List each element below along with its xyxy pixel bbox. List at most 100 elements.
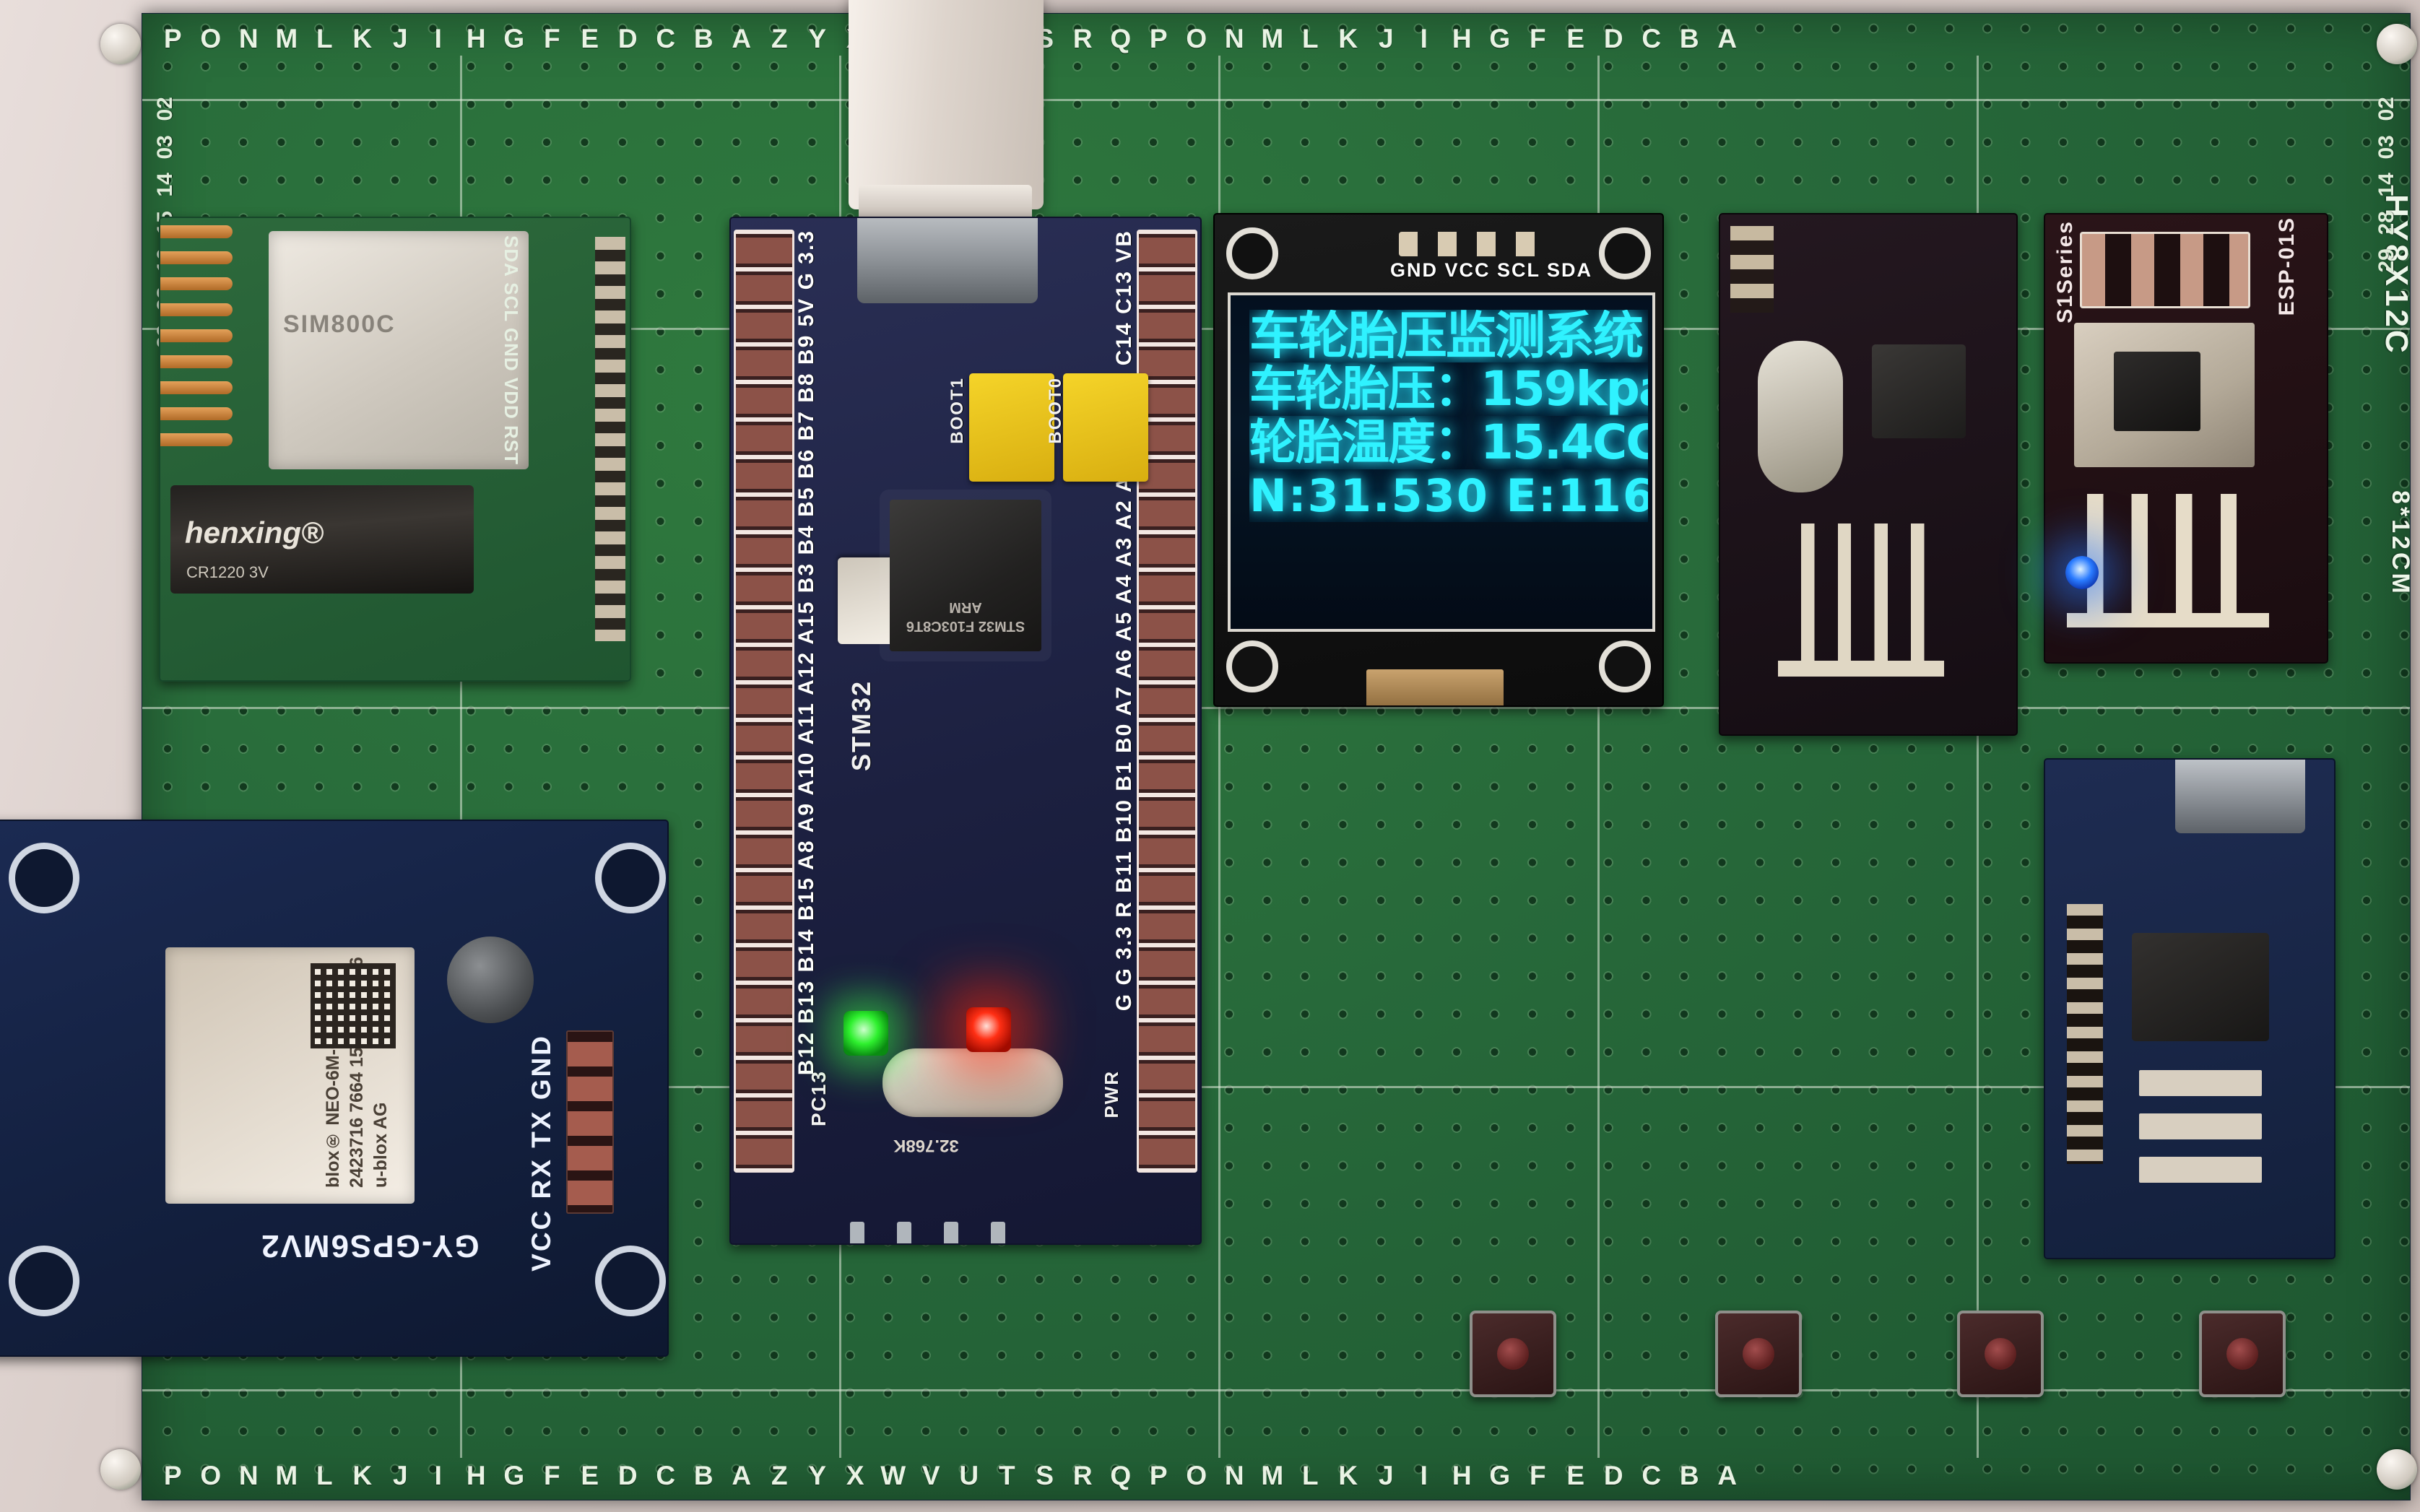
mount-hole-tl xyxy=(100,24,141,64)
column-label: A xyxy=(1717,24,1738,53)
gsm-shield-can: SIM800C xyxy=(269,231,529,469)
column-label: N xyxy=(238,24,259,53)
stm32-left-pin-labels: B12 B13 B14 B15 A8 A9 A10 A11 A12 A15 B3… xyxy=(794,230,818,1076)
stm32-mcu-chip: STM32 F103C8T6 ARM xyxy=(890,500,1041,651)
debug-pin-3[interactable] xyxy=(944,1222,958,1243)
debug-pin-1[interactable] xyxy=(850,1222,864,1243)
gps-board-name: GY-GPS6MV2 xyxy=(260,1228,480,1264)
column-label: G xyxy=(1489,24,1511,53)
crystal-label: 32.768K xyxy=(893,1136,959,1155)
column-label: D xyxy=(617,24,638,53)
stm32-bluepill-board[interactable]: B12 B13 B14 B15 A8 A9 A10 A11 A12 A15 B3… xyxy=(729,217,1202,1245)
oled-line-title: 车轮胎压监测系统 xyxy=(1249,310,1644,362)
column-label: D xyxy=(1603,24,1623,53)
nrf24-chip xyxy=(1872,344,1966,438)
column-label: F xyxy=(1529,24,1546,53)
column-label: A xyxy=(732,24,752,53)
stm32-right-pin-header[interactable] xyxy=(1137,230,1197,1173)
column-label: H xyxy=(466,24,486,53)
crystal-oscillator xyxy=(882,1048,1063,1117)
oled-screen: 车轮胎压监测系统 车轮胎压：159kpa 轮胎温度：15.4CC N:31.53… xyxy=(1228,292,1655,632)
pwr-label: PWR xyxy=(1101,1070,1122,1118)
esp-series-label: S1Series xyxy=(2053,220,2077,323)
oled-line-coordinates: N:31.530 E:116.6 xyxy=(1249,469,1648,522)
column-label: L xyxy=(316,1461,333,1490)
gps-module[interactable]: blox® NEO-6M-0-001 2423716 7664 1521 030… xyxy=(0,820,669,1357)
column-label: G xyxy=(503,24,525,53)
oled-header-labels: GND VCC SCL SDA xyxy=(1390,259,1593,281)
tactile-button-3[interactable] xyxy=(1957,1311,2044,1397)
tactile-button-1[interactable] xyxy=(1470,1311,1556,1397)
ttl-smd-3 xyxy=(2139,1157,2262,1183)
gps-datamatrix-icon xyxy=(311,963,396,1048)
column-label: O xyxy=(1186,24,1207,53)
column-label: O xyxy=(1186,1461,1207,1490)
column-label: U xyxy=(959,1461,979,1490)
tactile-button-4[interactable] xyxy=(2199,1311,2286,1397)
column-label: N xyxy=(238,1461,259,1490)
gsm-battery: henxing® CR1220 3V xyxy=(170,485,474,594)
row-number: 03 xyxy=(2374,134,2398,159)
ttl-smd-1 xyxy=(2139,1070,2262,1096)
column-label: A xyxy=(732,1461,752,1490)
column-label: B xyxy=(693,1461,714,1490)
column-label: F xyxy=(543,1461,560,1490)
column-label: K xyxy=(1338,24,1358,53)
mount-hole-tr xyxy=(2377,24,2417,64)
stm32-left-pin-header[interactable] xyxy=(734,230,794,1173)
column-label: I xyxy=(1420,24,1428,53)
column-label: D xyxy=(617,1461,638,1490)
mount-hole-bl xyxy=(100,1449,141,1490)
column-label: I xyxy=(1420,1461,1428,1490)
ttl-usb-port[interactable] xyxy=(2175,760,2305,833)
gps-mount-hole-bl xyxy=(9,1246,79,1316)
gps-chip-can: blox® NEO-6M-0-001 2423716 7664 1521 030… xyxy=(165,947,415,1204)
column-label: I xyxy=(434,1461,442,1490)
column-label: B xyxy=(1679,1461,1699,1490)
column-label: E xyxy=(1566,1461,1585,1490)
column-label: N xyxy=(1224,24,1244,53)
helical-antenna-icon xyxy=(160,225,247,464)
esp-pin-header[interactable] xyxy=(2080,232,2250,308)
boot0-jumper[interactable] xyxy=(1063,373,1148,482)
gps-mount-hole-tr xyxy=(595,843,666,913)
gsm-battery-spec: CR1220 3V xyxy=(186,563,269,581)
nrf24-crystal xyxy=(1758,341,1843,492)
tactile-button-2[interactable] xyxy=(1715,1311,1802,1397)
gsm-module[interactable]: SIM800C henxing® CR1220 3V SDA SCL GND V… xyxy=(159,217,631,682)
column-label: C xyxy=(656,24,676,53)
oled-pin-header[interactable] xyxy=(1399,232,1554,256)
gsm-battery-brand: henxing® xyxy=(185,516,324,549)
power-led-green xyxy=(843,1011,888,1056)
nrf24-pin-header[interactable] xyxy=(1730,226,1774,313)
column-label: M xyxy=(275,24,298,53)
column-label: Q xyxy=(1110,24,1132,53)
column-label: E xyxy=(1566,24,1585,53)
oled-screw-tl xyxy=(1226,227,1278,279)
ttl-pin-header[interactable] xyxy=(2067,904,2103,1164)
gps-header-labels: VCC RX TX GND xyxy=(526,1034,556,1272)
boot0-label: BOOT0 xyxy=(1046,377,1065,444)
oled-screw-tr xyxy=(1599,227,1651,279)
column-label: D xyxy=(1603,1461,1623,1490)
boot1-jumper[interactable] xyxy=(969,373,1054,482)
micro-usb-port[interactable] xyxy=(857,218,1038,303)
nrf24-radio-module[interactable] xyxy=(1719,213,2018,736)
debug-pin-2[interactable] xyxy=(897,1222,911,1243)
esp8266-wifi-module[interactable] xyxy=(2044,213,2328,664)
usb-ttl-module[interactable] xyxy=(2044,758,2336,1259)
usb-cable[interactable] xyxy=(849,0,1044,228)
gps-pin-header[interactable] xyxy=(566,1030,614,1214)
stm32-name: STM32 xyxy=(846,680,876,772)
debug-pin-4[interactable] xyxy=(991,1222,1005,1243)
board-label-right: HY8X12C xyxy=(2379,194,2414,356)
column-label: J xyxy=(392,1461,408,1490)
gsm-pin-header[interactable] xyxy=(595,237,625,641)
column-label: K xyxy=(352,1461,373,1490)
row-number: 14 xyxy=(153,173,177,197)
column-label: A xyxy=(1717,1461,1738,1490)
oled-display-module[interactable]: GND VCC SCL SDA 车轮胎压监测系统 车轮胎压：159kpa 轮胎温… xyxy=(1213,213,1664,707)
